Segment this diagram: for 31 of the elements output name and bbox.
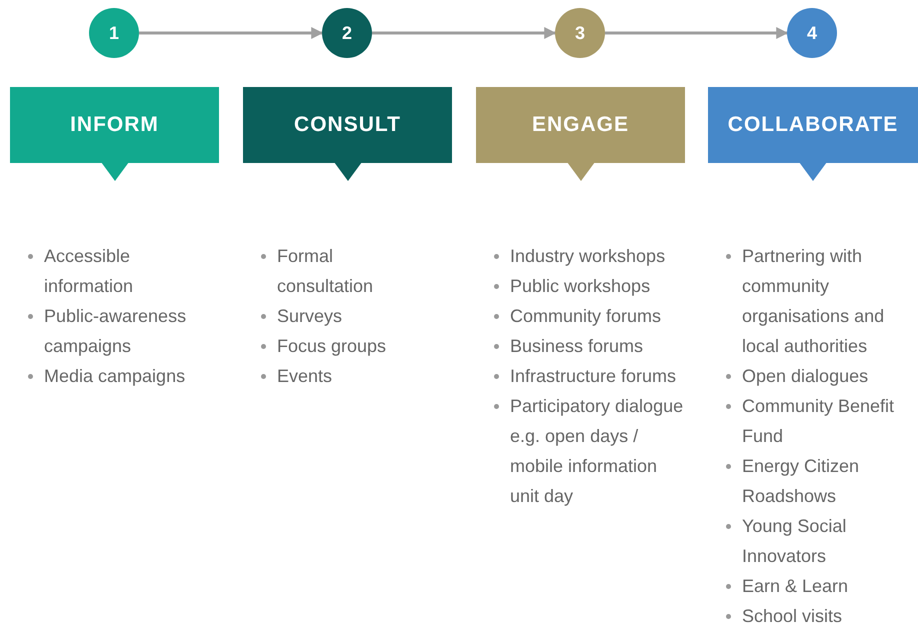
- arrow: [139, 27, 324, 39]
- bullet-item: Earn & Learn: [742, 576, 848, 596]
- stage-title: INFORM: [70, 113, 159, 137]
- bullet-item: Public-awareness campaigns: [44, 306, 186, 356]
- bullet-item: Business forums: [510, 336, 644, 356]
- bullet-item: Focus groups: [277, 336, 386, 356]
- step-number-circle: 2: [322, 8, 372, 58]
- stage-title: ENGAGE: [532, 113, 629, 137]
- step-number-circle: 4: [787, 8, 837, 58]
- step-number-circle: 3: [555, 8, 605, 58]
- stage-title: CONSULT: [294, 113, 401, 137]
- bullet-item: School visits: [742, 606, 842, 626]
- bullet-item: Media campaigns: [44, 366, 186, 386]
- bullet-item: Partnering with community organisations and local authorities: [742, 246, 884, 356]
- arrow: [605, 27, 788, 39]
- bullet-item: Community Benefit Fund: [742, 396, 894, 446]
- bullet-item: Industry workshops: [510, 246, 666, 266]
- stage-title: COLLABORATE: [728, 113, 898, 137]
- bullet-item: Infrastructure forums: [510, 366, 676, 386]
- bullet-item: Open dialogues: [742, 366, 868, 386]
- bullet-item: Formal consultation: [277, 246, 374, 296]
- step-number-circle: 1: [89, 8, 139, 58]
- bullet-item: Young Social Innovators: [742, 516, 846, 566]
- bullet-item: Public workshops: [510, 276, 650, 296]
- arrow: [372, 27, 556, 39]
- bullet-item: Community forums: [510, 306, 662, 326]
- bullet-item: Surveys: [277, 306, 342, 326]
- bullet-item: Accessible information: [44, 246, 134, 296]
- bullet-item: Energy Citizen Roadshows: [742, 456, 860, 506]
- bullet-item: Events: [277, 366, 332, 386]
- bullet-item: Participatory dialogue e.g. open days / mobile information unit day: [510, 396, 684, 506]
